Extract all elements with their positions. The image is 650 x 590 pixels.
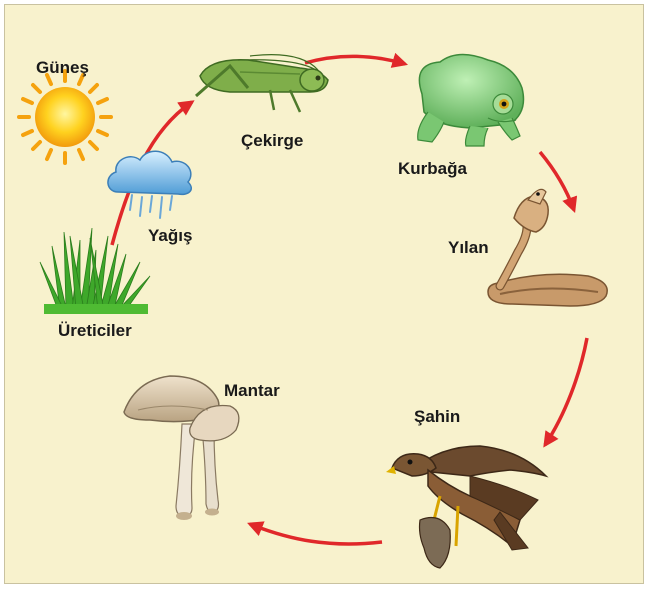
hawk-icon [386,446,546,568]
label-grasshopper: Çekirge [241,131,303,151]
sun-icon [19,71,111,163]
arrow-grasshopper-to-frog [305,56,405,64]
arrow-hawk-to-mushroom [250,524,382,544]
mushroom-icon [124,376,239,520]
grass-icon [40,228,150,314]
label-frog: Kurbağa [398,159,467,179]
label-sun: Güneş [36,58,89,78]
arrow-snake-to-hawk [545,338,587,445]
label-snake: Yılan [448,238,489,258]
label-mushroom: Mantar [224,381,280,401]
label-producers: Üreticiler [58,321,132,341]
frog-icon [418,54,524,146]
rain-cloud-icon [108,151,191,218]
label-rain: Yağış [148,226,192,246]
label-hawk: Şahin [414,407,460,427]
snake-icon [488,189,607,306]
